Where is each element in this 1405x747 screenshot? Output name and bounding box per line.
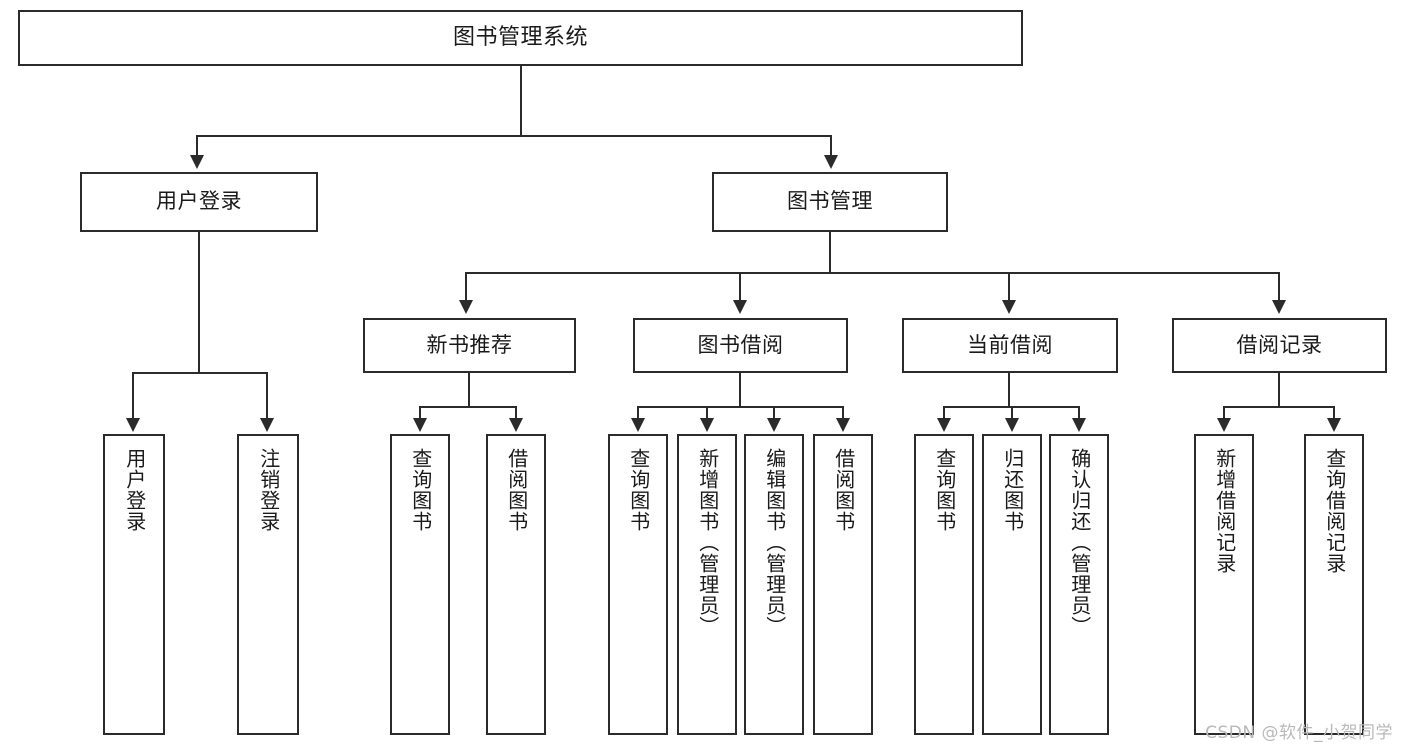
connector-book-borrow-drop-4	[842, 406, 844, 420]
leaf-borrow-borrow-book[interactable]: 借阅图书	[813, 434, 873, 735]
leaf-borrow-add-book[interactable]: 新增图书（管理员）	[677, 434, 737, 735]
arrow-leaf-current-borrow-1	[937, 418, 951, 432]
connector-current-borrow-stem	[1008, 373, 1010, 407]
node-label: 用户登录	[122, 448, 147, 532]
connector-new-book-drop-1	[419, 406, 421, 420]
node-borrow-record[interactable]: 借阅记录	[1172, 318, 1387, 373]
connector-tier2-drop-user-login	[196, 135, 198, 157]
connector-user-login-drop-2	[266, 372, 268, 420]
connector-new-book-stem	[468, 373, 470, 407]
node-label: 图书管理	[787, 189, 873, 214]
arrow-tier3-current-borrow	[1002, 300, 1016, 314]
connector-tier2-bus	[196, 135, 832, 137]
leaf-record-add[interactable]: 新增借阅记录	[1194, 434, 1254, 735]
node-label: 借阅记录	[1236, 332, 1323, 357]
connector-user-login-stem	[198, 232, 200, 373]
connector-tier3-drop-1	[465, 272, 467, 302]
node-user-login[interactable]: 用户登录	[80, 172, 318, 232]
leaf-current-return-book[interactable]: 归还图书	[982, 434, 1042, 735]
arrow-tier2-user-login	[190, 155, 204, 169]
connector-root-stem	[520, 66, 522, 135]
node-new-book-recommend[interactable]: 新书推荐	[363, 318, 576, 373]
node-label: 查询图书	[626, 448, 651, 532]
node-label: 用户登录	[156, 189, 242, 214]
node-root-book-management-system[interactable]: 图书管理系统	[18, 10, 1023, 66]
connector-tier3-drop-3	[1008, 272, 1010, 302]
node-book-borrow[interactable]: 图书借阅	[633, 318, 848, 373]
node-label: 查询图书	[932, 448, 957, 532]
connector-tier3-bus	[465, 272, 1280, 274]
connector-current-borrow-drop-1	[943, 406, 945, 420]
node-label: 编辑图书（管理员）	[762, 448, 787, 637]
connector-book-borrow-drop-1	[637, 406, 639, 420]
connector-current-borrow-drop-3	[1078, 406, 1080, 420]
leaf-new-book-borrow[interactable]: 借阅图书	[486, 434, 546, 735]
arrow-leaf-new-book-1	[413, 418, 427, 432]
connector-current-borrow-drop-2	[1011, 406, 1013, 420]
leaf-logout[interactable]: 注销登录	[237, 434, 299, 735]
connector-book-borrow-bus	[637, 406, 844, 408]
connector-borrow-record-stem	[1278, 373, 1280, 407]
arrow-tier2-book-management	[824, 155, 838, 169]
arrow-leaf-book-borrow-3	[767, 418, 781, 432]
arrow-tier3-book-borrow	[733, 300, 747, 314]
connector-user-login-drop-1	[132, 372, 134, 420]
node-label: 归还图书	[1000, 448, 1025, 532]
connector-book-borrow-drop-2	[706, 406, 708, 420]
arrow-leaf-borrow-record-1	[1217, 418, 1231, 432]
arrow-tier3-borrow-record	[1272, 300, 1286, 314]
connector-borrow-record-drop-2	[1333, 406, 1335, 420]
leaf-borrow-edit-book[interactable]: 编辑图书（管理员）	[744, 434, 804, 735]
connector-book-borrow-drop-3	[773, 406, 775, 420]
arrow-leaf-user-login-1	[126, 418, 140, 432]
connector-tier2-drop-book-management	[830, 135, 832, 157]
connector-user-login-bus	[132, 372, 266, 374]
node-label: 借阅图书	[831, 448, 856, 532]
connector-borrow-record-bus	[1223, 406, 1335, 408]
arrow-leaf-book-borrow-1	[631, 418, 645, 432]
leaf-record-query[interactable]: 查询借阅记录	[1304, 434, 1364, 735]
leaf-user-login[interactable]: 用户登录	[103, 434, 165, 735]
connector-book-borrow-stem	[739, 373, 741, 407]
arrow-leaf-new-book-2	[509, 418, 523, 432]
connector-tier3-drop-4	[1278, 272, 1280, 302]
leaf-new-book-query[interactable]: 查询图书	[390, 434, 450, 735]
connector-book-management-stem	[829, 232, 831, 274]
connector-borrow-record-drop-1	[1223, 406, 1225, 420]
node-label: 新增图书（管理员）	[695, 448, 720, 637]
node-label: 注销登录	[256, 448, 281, 532]
node-label: 图书管理系统	[452, 24, 588, 50]
node-label: 新书推荐	[426, 332, 513, 357]
arrow-leaf-current-borrow-2	[1005, 418, 1019, 432]
connector-new-book-drop-2	[515, 406, 517, 420]
connector-new-book-bus	[419, 406, 517, 408]
node-current-borrow[interactable]: 当前借阅	[902, 318, 1118, 373]
leaf-current-query-book[interactable]: 查询图书	[914, 434, 974, 735]
node-label: 当前借阅	[967, 332, 1053, 357]
arrow-leaf-book-borrow-2	[700, 418, 714, 432]
arrow-tier3-new-book	[459, 300, 473, 314]
node-label: 查询图书	[408, 448, 433, 532]
arrow-leaf-user-login-2	[260, 418, 274, 432]
node-label: 查询借阅记录	[1322, 448, 1347, 574]
node-label: 借阅图书	[504, 448, 529, 532]
node-label: 图书借阅	[697, 332, 784, 357]
leaf-borrow-query-book[interactable]: 查询图书	[608, 434, 668, 735]
arrow-leaf-current-borrow-3	[1072, 418, 1086, 432]
node-label: 新增借阅记录	[1212, 448, 1237, 574]
leaf-current-confirm-return[interactable]: 确认归还（管理员）	[1049, 434, 1109, 735]
arrow-leaf-borrow-record-2	[1327, 418, 1341, 432]
connector-tier3-drop-2	[739, 272, 741, 302]
node-book-management[interactable]: 图书管理	[712, 172, 948, 232]
node-label: 确认归还（管理员）	[1067, 448, 1092, 637]
arrow-leaf-book-borrow-4	[836, 418, 850, 432]
